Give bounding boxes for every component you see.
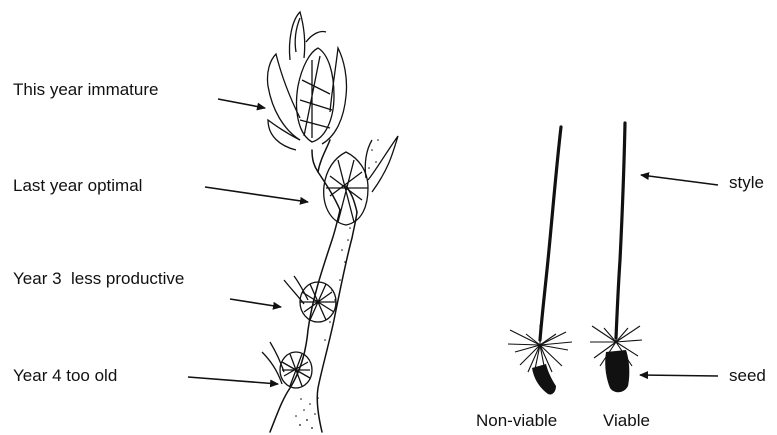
arrow-style <box>641 175 718 185</box>
arrow-optimal <box>205 187 308 202</box>
arrow-year4 <box>188 377 278 384</box>
protea-head-this-year-immature <box>267 12 346 150</box>
seed-non-viable <box>508 127 572 395</box>
arrow-immature <box>218 99 265 108</box>
seed-viable <box>590 123 642 392</box>
arrow-seed <box>640 375 718 376</box>
arrow-year3 <box>230 299 281 307</box>
protea-head-last-year-optimal <box>324 136 398 225</box>
